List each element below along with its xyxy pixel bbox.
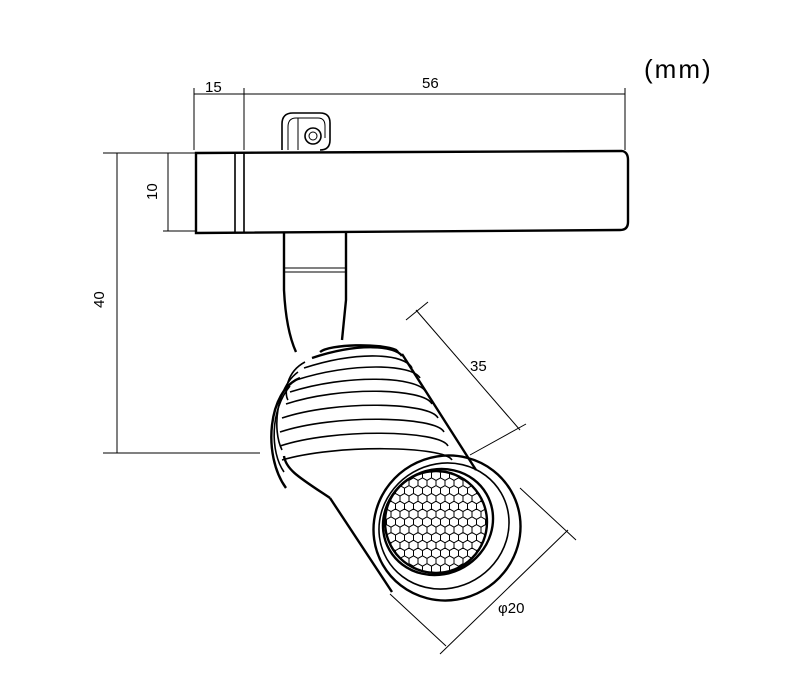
unit-label: (mm) [644,54,713,84]
dimension-width: 15 56 [193,75,626,150]
lens-housing [372,454,522,602]
dimension-label-phi20: φ20 [498,600,524,617]
stem [282,232,348,353]
dimension-label-56: 56 [422,75,439,92]
adapter-clip [281,112,331,151]
track-adapter [194,149,630,235]
dimension-label-15: 15 [205,79,222,96]
honeycomb-cells [385,471,487,573]
dimension-label-40: 40 [91,291,108,308]
dimension-total-height: 40 [91,152,260,454]
honeycomb-grid [385,471,487,573]
honeycomb-lens [383,469,489,575]
dimension-lens-diameter: φ20 [389,487,577,655]
dimension-adapter-height: 10 [144,152,196,232]
dimension-body-length: 35 [405,301,527,456]
dimension-label-35: 35 [470,358,487,375]
dimension-label-10: 10 [144,183,161,200]
